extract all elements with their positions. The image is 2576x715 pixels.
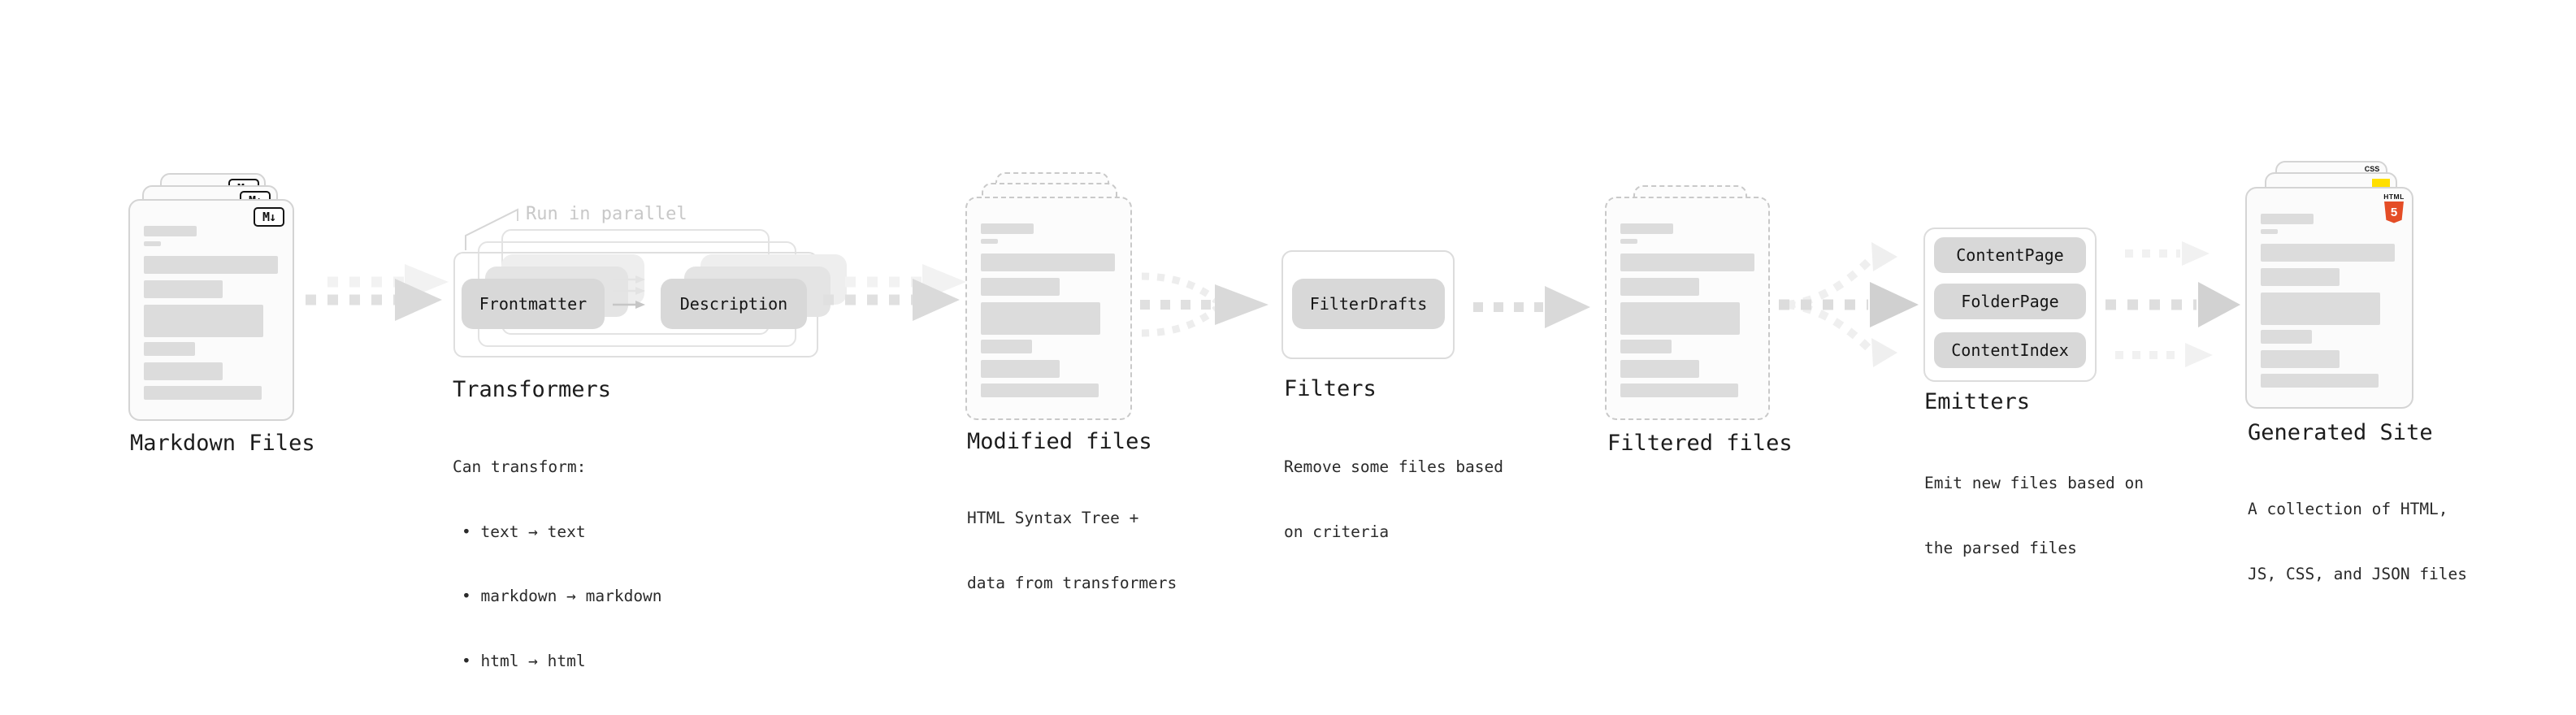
doc-line-placeholder bbox=[981, 223, 1034, 234]
frontmatter-pill: Frontmatter bbox=[462, 279, 605, 329]
contentpage-pill: ContentPage bbox=[1934, 237, 2086, 273]
stage-label-emitters: Emitters bbox=[1924, 389, 2031, 414]
stage-label-modified-files: Modified files bbox=[967, 429, 1152, 454]
flow-arrow-filters-to-filtered bbox=[1473, 286, 1590, 328]
stage-generated-site: CSS HTML 5 Generated Site A collection o… bbox=[2245, 161, 2467, 628]
html5-icon-label: HTML bbox=[2383, 193, 2405, 201]
generated-site-desc-line: JS, CSS, and JSON files bbox=[2248, 564, 2468, 583]
stage-transformers: Run in parallel Frontmatter Description … bbox=[453, 204, 847, 670]
modified-file-card bbox=[965, 197, 1132, 420]
doc-line-placeholder bbox=[1620, 384, 1738, 397]
stage-label-markdown-files: Markdown Files bbox=[130, 431, 315, 456]
stage-label-generated-site: Generated Site bbox=[2248, 420, 2433, 445]
doc-line-placeholder bbox=[981, 340, 1032, 353]
flow-arrow-emitters-to-site bbox=[2105, 241, 2240, 367]
doc-line-placeholder bbox=[144, 362, 223, 380]
doc-line-placeholder bbox=[144, 226, 197, 236]
doc-line-placeholder bbox=[2261, 244, 2395, 262]
doc-line-placeholder bbox=[2261, 268, 2340, 286]
description-pill: Description bbox=[661, 279, 807, 329]
run-in-parallel-note: Run in parallel bbox=[526, 204, 687, 224]
doc-line-placeholder bbox=[1620, 340, 1672, 353]
doc-line-placeholder bbox=[144, 305, 263, 337]
generated-site-description: A collection of HTML, JS, CSS, and JSON … bbox=[2248, 456, 2467, 628]
flow-arrow-modified-to-filters bbox=[1140, 272, 1268, 337]
doc-line-placeholder bbox=[1620, 302, 1740, 335]
site-file-card-html: HTML 5 bbox=[2245, 187, 2413, 409]
doc-line-placeholder bbox=[2261, 374, 2379, 388]
css-icon-label: CSS bbox=[2364, 165, 2380, 173]
doc-line-placeholder bbox=[1620, 239, 1637, 244]
transformers-bullet: • markdown → markdown bbox=[462, 587, 662, 605]
doc-line-placeholder bbox=[2261, 214, 2314, 224]
doc-line-placeholder bbox=[981, 302, 1100, 335]
doc-line-placeholder bbox=[981, 239, 998, 244]
flow-arrow-md-to-transformers bbox=[306, 264, 449, 321]
generated-site-desc-line: A collection of HTML, bbox=[2248, 500, 2448, 518]
stage-label-filters: Filters bbox=[1284, 376, 1377, 401]
emitters-desc-line: Emit new files based on bbox=[1924, 474, 2144, 492]
emitters-description: Emit new files based on the parsed files bbox=[1924, 430, 2144, 602]
doc-line-placeholder bbox=[2261, 292, 2380, 325]
parallel-bracket-line bbox=[465, 208, 518, 250]
stage-modified-files: Modified files HTML Syntax Tree + data f… bbox=[965, 172, 1177, 637]
doc-line-placeholder bbox=[144, 342, 195, 356]
stage-label-transformers: Transformers bbox=[453, 377, 612, 402]
doc-line-placeholder bbox=[981, 360, 1060, 378]
doc-line-placeholder bbox=[144, 280, 223, 298]
stage-markdown-files: M↓ M↓ M↓ Markdown Files bbox=[128, 173, 315, 456]
markdown-icon: M↓ bbox=[254, 207, 284, 227]
stage-emitters: ContentPage FolderPage ContentIndex Emit… bbox=[1923, 228, 2144, 602]
doc-line-placeholder bbox=[2261, 229, 2278, 234]
doc-line-placeholder bbox=[144, 386, 262, 400]
stage-label-filtered-files: Filtered files bbox=[1607, 431, 1793, 456]
folderpage-pill: FolderPage bbox=[1934, 284, 2086, 319]
transformers-bullet: • html → html bbox=[462, 651, 586, 670]
doc-line-placeholder bbox=[1620, 278, 1699, 296]
filters-desc-line: Remove some files based bbox=[1284, 457, 1504, 476]
doc-line-placeholder bbox=[981, 384, 1099, 397]
flow-arrow-filtered-to-emitters bbox=[1779, 242, 1919, 367]
html5-icon: HTML 5 bbox=[2383, 193, 2405, 223]
transformers-description: Can transform: • text → text • markdown … bbox=[453, 414, 662, 715]
transformers-bullet: • text → text bbox=[462, 522, 586, 541]
filterdrafts-pill: FilterDrafts bbox=[1292, 279, 1445, 329]
modified-files-description: HTML Syntax Tree + data from transformer… bbox=[967, 465, 1177, 637]
doc-line-placeholder bbox=[144, 256, 278, 274]
doc-line-placeholder bbox=[2261, 350, 2340, 368]
html5-icon-shield: 5 bbox=[2384, 201, 2404, 223]
stage-filters: FilterDrafts Filters Remove some files b… bbox=[1281, 250, 1503, 586]
transformers-desc-title: Can transform: bbox=[453, 457, 587, 476]
stage-filtered-files: Filtered files bbox=[1605, 185, 1793, 456]
doc-line-placeholder bbox=[1620, 223, 1673, 234]
modified-files-desc-line: data from transformers bbox=[967, 573, 1177, 592]
doc-line-placeholder bbox=[2261, 330, 2312, 344]
markdown-file-card: M↓ bbox=[128, 199, 294, 421]
filters-description: Remove some files based on criteria bbox=[1284, 414, 1503, 586]
flow-arrow-transformers-to-modified bbox=[823, 264, 966, 321]
pipeline-diagram-canvas: { "markdown_files": { "label": "Markdown… bbox=[128, 161, 2468, 670]
filters-desc-line: on criteria bbox=[1284, 522, 1390, 541]
modified-files-desc-line: HTML Syntax Tree + bbox=[967, 509, 1139, 527]
doc-line-placeholder bbox=[1620, 360, 1699, 378]
doc-line-placeholder bbox=[1620, 254, 1754, 271]
emitters-desc-line: the parsed files bbox=[1924, 538, 2077, 557]
doc-line-placeholder bbox=[981, 254, 1115, 271]
doc-line-placeholder bbox=[981, 278, 1060, 296]
doc-line-placeholder bbox=[144, 241, 161, 246]
filtered-file-card bbox=[1605, 197, 1770, 420]
pill-chain-arrows bbox=[613, 275, 645, 309]
contentindex-pill: ContentIndex bbox=[1934, 332, 2086, 368]
